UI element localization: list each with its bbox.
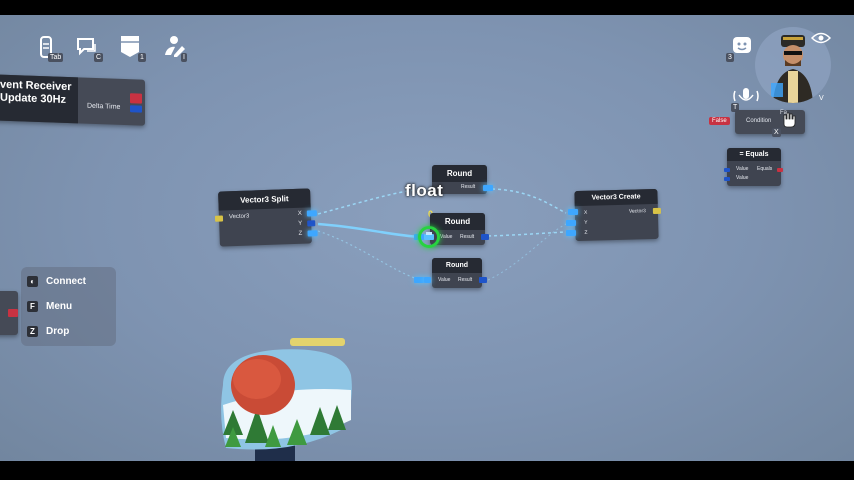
round-node-bottom[interactable]: Round Value Result (432, 258, 487, 288)
connect-label: Connect (46, 275, 86, 287)
round-bottom-result-label: Result (458, 277, 473, 283)
round-bottom-value-pin-2[interactable] (424, 277, 431, 283)
round-bottom-title: Round (432, 258, 482, 273)
vector3-split-node[interactable]: Vector3 Split Vector3 X Y Z (214, 188, 318, 247)
hud-key-tab: Tab (48, 53, 64, 62)
hud-key-x: X (772, 128, 781, 137)
drop-label: Drop (46, 325, 70, 337)
if-node-false-label: False (709, 117, 730, 125)
round-bottom-value-label: Value (438, 277, 451, 283)
vector3-split-input-label: Vector3 (228, 213, 250, 221)
if-node-condition-label: Condition (746, 118, 772, 124)
avatar[interactable] (755, 27, 831, 103)
offscreen-node-pin[interactable] (8, 309, 18, 317)
equals-node-title: = Equals (727, 148, 781, 161)
menu-hint[interactable]: F Menu (27, 298, 72, 314)
wire-round-top-to-create-x (491, 188, 567, 214)
if-node-partial-label: Fa (780, 110, 788, 116)
equals-value1-label: Value (736, 166, 749, 172)
backpack-icon[interactable] (117, 33, 143, 59)
vector3-create-y-pin[interactable] (566, 220, 576, 226)
event-receiver-title-line2: Update 30Hz (0, 91, 67, 106)
emote-icon[interactable] (730, 33, 756, 59)
round-mid-title: Round (430, 213, 485, 230)
person-edit-icon[interactable] (162, 33, 188, 59)
wire-split-z-to-round-mid (317, 222, 421, 239)
vector3-split-y-pin[interactable] (307, 220, 316, 227)
event-receiver-node[interactable]: vent Receiver Update 30Hz Delta Time (0, 74, 145, 126)
event-receiver-delta-pin[interactable] (130, 105, 142, 113)
round-bottom-value-pin[interactable] (414, 277, 424, 283)
vector3-create-z-label: Z (584, 229, 588, 236)
controls-hint-panel: ◐ Connect F Menu Z Drop (21, 267, 116, 346)
event-receiver-exec-pin[interactable] (130, 93, 142, 104)
type-tooltip: float (405, 181, 444, 200)
offscreen-node-left[interactable] (0, 291, 18, 335)
vector3-split-title: Vector3 Split (218, 188, 311, 211)
round-top-result-pin[interactable] (483, 185, 493, 191)
drop-hint[interactable]: Z Drop (27, 323, 69, 339)
event-receiver-title: vent Receiver Update 30Hz (0, 74, 78, 124)
hud-key-avatar: V (819, 95, 824, 102)
vector3-create-y-label: Y (584, 219, 588, 226)
round-top-result-label: Result (461, 184, 476, 190)
event-receiver-delta-time-label: Delta Time (87, 102, 121, 111)
connect-hint[interactable]: ◐ Connect (27, 273, 86, 289)
vector3-split-x-label: X (297, 210, 303, 217)
watch-icon[interactable] (33, 34, 59, 60)
equals-input-2-pin[interactable] (724, 177, 730, 181)
equals-output-label: Equals (757, 166, 773, 172)
round-node-middle[interactable]: Round Value Result (430, 213, 489, 245)
round-mid-result-pin[interactable] (481, 234, 489, 240)
hud-key-emote: 3 (726, 53, 734, 62)
round-mid-result-label: Result (460, 234, 475, 240)
wire-round-bottom-to-create-y (487, 223, 567, 281)
vector3-split-x-pin[interactable] (306, 210, 317, 217)
hud-key-chat: C (94, 53, 104, 62)
hud-key-backpack: 1 (138, 53, 146, 62)
equals-input-1-pin[interactable] (724, 168, 730, 172)
vector3-create-x-pin[interactable] (568, 209, 578, 215)
round-mid-value-label: Value (440, 234, 453, 240)
equals-value2-label: Value (736, 175, 749, 181)
wire-round-mid-to-create-z (487, 231, 567, 237)
hud-key-edit: I (181, 53, 187, 62)
held-object[interactable] (215, 335, 355, 461)
mouse-icon: ◐ (27, 275, 38, 287)
menu-key-badge: F (27, 300, 38, 312)
forest-gizmo-icon (221, 338, 352, 461)
round-bottom-result-pin[interactable] (479, 277, 487, 283)
round-node-top[interactable]: Round Result (432, 165, 493, 194)
vector3-create-node[interactable]: Vector3 Create X Y Z Vector3 (574, 188, 661, 242)
vector3-split-y-label: Y (298, 220, 303, 227)
equals-node[interactable]: = Equals Value Equals Value (724, 148, 783, 186)
vector3-split-z-pin[interactable] (307, 230, 318, 237)
chat-icon[interactable] (75, 34, 101, 60)
wire-layer (317, 188, 567, 281)
vector3-create-output-pin[interactable] (652, 207, 661, 215)
menu-label: Menu (46, 300, 73, 312)
drop-key-badge: Z (27, 325, 38, 337)
round-top-title: Round (432, 165, 487, 182)
vector3-create-output-label: Vector3 (628, 208, 646, 215)
vector3-create-title: Vector3 Create (574, 188, 658, 207)
hud-key-mic: T (731, 103, 740, 112)
vector3-create-x-label: X (583, 209, 588, 216)
vector3-create-z-pin[interactable] (566, 230, 576, 236)
vector3-split-z-label: Z (298, 230, 303, 237)
avatar-portrait-icon (771, 35, 813, 103)
vector3-split-input-pin[interactable] (214, 215, 224, 222)
equals-output-pin[interactable] (777, 168, 783, 172)
game-viewport[interactable]: Tab C 1 I 3 V T False Cond (0, 15, 854, 461)
wire-split-y-to-round-bottom (317, 230, 421, 281)
grab-cursor-icon (418, 226, 440, 248)
